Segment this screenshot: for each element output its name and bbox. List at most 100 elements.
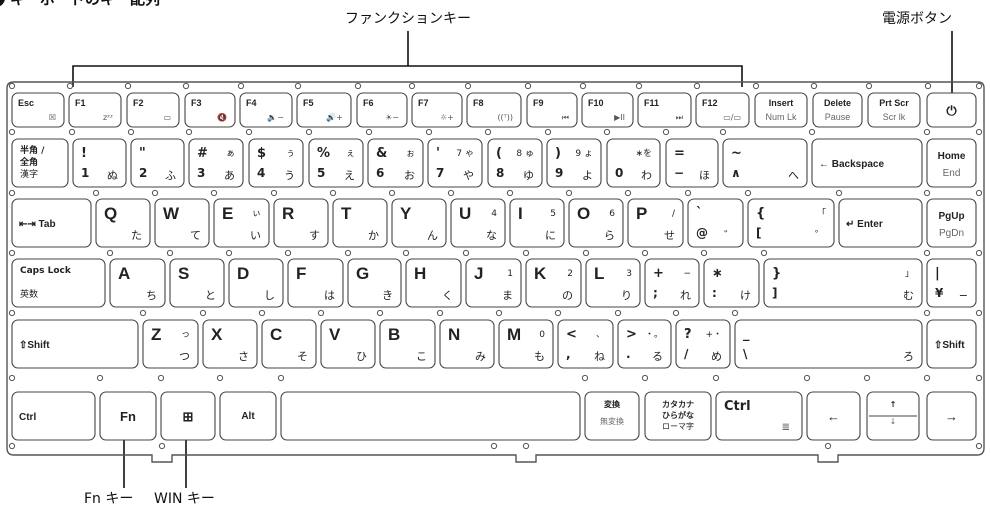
key-kcaret[interactable]: ~∧へ	[722, 138, 808, 188]
key-period[interactable]: >.・。る	[617, 319, 672, 369]
key-g[interactable]: Gき	[347, 258, 402, 308]
key-semicolon[interactable]: +;−れ	[644, 258, 700, 308]
frame-dot	[344, 249, 352, 257]
key-k3[interactable]: #3ぁあ	[188, 138, 244, 188]
key-c[interactable]: Cそ	[261, 319, 317, 369]
key-f4[interactable]: F4🔉−	[239, 92, 293, 128]
key-k8[interactable]: (88 ゅゆ	[487, 138, 543, 188]
key-s[interactable]: Sと	[169, 258, 225, 308]
key-backspace[interactable]: ← Backspace	[811, 138, 923, 188]
key-fn[interactable]: Fn	[99, 391, 157, 441]
key-left[interactable]: ←	[806, 391, 861, 441]
key-kana-top: ぅ	[286, 149, 295, 159]
key-win[interactable]: ⊞	[160, 391, 216, 441]
key-f12[interactable]: F12▭/▭	[695, 92, 750, 128]
key-f10[interactable]: F10▶II	[581, 92, 634, 128]
key-k6[interactable]: &6ぉお	[367, 138, 424, 188]
key-k0[interactable]: 0∗をわ	[606, 138, 661, 188]
keyboard-frame	[6, 81, 985, 463]
key-f5[interactable]: F5🔊+	[296, 92, 352, 128]
key-k4[interactable]: $4ぅう	[248, 138, 304, 188]
key-lbracket[interactable]: {[「゜	[747, 198, 835, 248]
key-x[interactable]: Xさ	[202, 319, 258, 369]
key-cap	[715, 391, 803, 441]
key-power[interactable]: ⏻	[926, 92, 977, 128]
key-v[interactable]: Vひ	[320, 319, 376, 369]
key-f9[interactable]: F9⏮	[526, 92, 578, 128]
key-label: →	[945, 409, 958, 424]
key-alt[interactable]: Alt	[219, 391, 277, 441]
frame-dot	[408, 82, 416, 90]
key-comma[interactable]: <,、ね	[557, 319, 614, 369]
key-cap	[585, 258, 641, 308]
key-h[interactable]: Hく	[405, 258, 462, 308]
key-f8[interactable]: F8((ᵀ))	[466, 92, 522, 128]
key-at[interactable]: `@゛	[687, 198, 744, 248]
key-slash[interactable]: ?/+・め	[675, 319, 731, 369]
key-f7[interactable]: F7☼+	[411, 92, 463, 128]
key-f2[interactable]: F2▭	[126, 92, 180, 128]
key-p[interactable]: P/せ	[627, 198, 684, 248]
key-f[interactable]: Fは	[287, 258, 344, 308]
key-rctrl[interactable]: Ctrl≣	[715, 391, 803, 441]
key-enter[interactable]: ↵ Enter	[838, 198, 923, 248]
key-y[interactable]: Yん	[391, 198, 447, 248]
key-kminus[interactable]: =−ほ	[665, 138, 719, 188]
key-space[interactable]	[280, 391, 581, 441]
key-tab[interactable]: ⇤⇥ Tab	[11, 198, 92, 248]
key-d[interactable]: Dし	[228, 258, 284, 308]
key-k7[interactable]: '77 ゃや	[427, 138, 483, 188]
key-right[interactable]: →	[926, 391, 977, 441]
key-f11[interactable]: F11⏭	[637, 92, 692, 128]
key-kana: め	[711, 350, 722, 363]
key-rbracket[interactable]: }]」む	[763, 258, 923, 308]
key-f6[interactable]: F6☀−	[356, 92, 408, 128]
key-rshift[interactable]: ⇧Shift	[926, 319, 977, 369]
key-t[interactable]: Tか	[332, 198, 388, 248]
key-updown[interactable]: ↑↓	[866, 391, 920, 441]
key-cap	[219, 391, 277, 441]
key-k5[interactable]: %5ぇえ	[308, 138, 364, 188]
key-f3[interactable]: F3🔇	[184, 92, 236, 128]
key-yen[interactable]: |¥−	[926, 258, 977, 308]
key-ctrl[interactable]: Ctrl	[11, 391, 96, 441]
key-b[interactable]: Bこ	[379, 319, 436, 369]
key-backslash[interactable]: _\ろ	[734, 319, 923, 369]
key-colon[interactable]: ∗:け	[703, 258, 760, 308]
key-cap	[427, 138, 483, 188]
key-n[interactable]: Nみ	[439, 319, 495, 369]
key-k9[interactable]: )99 ょよ	[546, 138, 602, 188]
key-esc[interactable]: Esc☒	[11, 92, 65, 128]
key-lshift[interactable]: ⇧Shift	[11, 319, 139, 369]
key-r[interactable]: Rす	[273, 198, 329, 248]
key-w[interactable]: Wて	[154, 198, 210, 248]
key-q[interactable]: Qた	[95, 198, 151, 248]
frame-dot	[225, 249, 233, 257]
key-cap	[734, 319, 923, 369]
frame-dot	[923, 189, 931, 197]
frame-dot	[522, 249, 530, 257]
key-a[interactable]: Aち	[109, 258, 166, 308]
key-kana-top: 1	[507, 269, 513, 279]
